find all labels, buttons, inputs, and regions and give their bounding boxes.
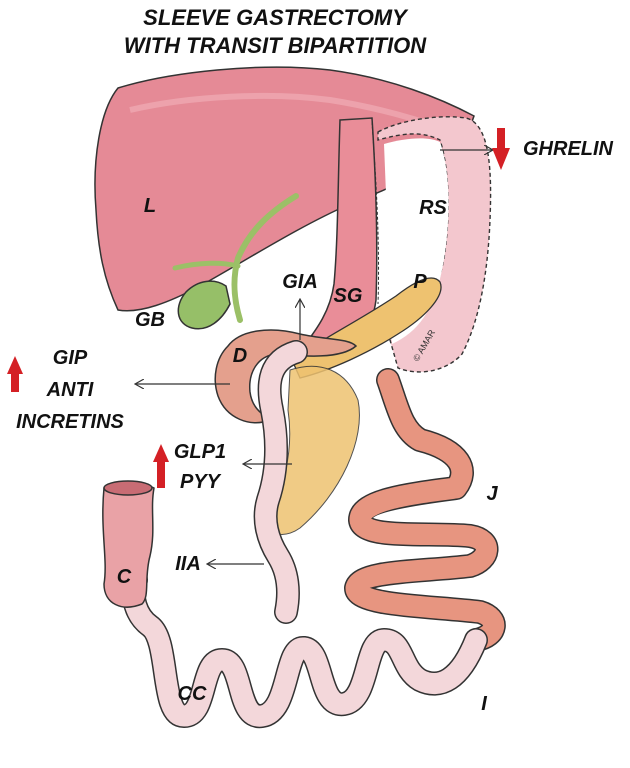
common-channel-fill: [123, 569, 487, 727]
ghrelin-down-red-arrow: [492, 128, 510, 170]
label-common-channel: CC: [178, 683, 207, 705]
colon: [102, 482, 155, 608]
colon-opening: [103, 480, 153, 496]
title-line-1: SLEEVE GASTRECTOMY: [143, 5, 409, 30]
label-pancreas: P: [413, 271, 427, 293]
label-gia: GIA: [282, 271, 318, 293]
label-iia: IIA: [175, 553, 201, 575]
label-incretins: INCRETINS: [16, 411, 124, 433]
label-glp1: GLP1: [174, 441, 226, 463]
label-jejunum: J: [486, 483, 498, 505]
staple-line: [371, 121, 380, 305]
bile-duct-branch: [172, 260, 241, 271]
label-ghrelin: GHRELIN: [523, 138, 614, 160]
glp1-up-red-arrow: [153, 444, 169, 488]
label-ileum: I: [481, 693, 487, 715]
gallbladder: [177, 280, 231, 330]
title-line-2: WITH TRANSIT BIPARTITION: [124, 33, 427, 58]
label-removed-stomach: RS: [419, 197, 447, 219]
gip-up-red-arrow: [7, 356, 23, 392]
label-sleeve: SG: [334, 285, 363, 307]
ileal-limb-fill: [255, 341, 307, 623]
liver: [94, 66, 475, 312]
label-gallbladder: GB: [135, 309, 165, 331]
label-gip: GIP: [53, 347, 88, 369]
label-pyy: PYY: [180, 471, 222, 493]
bile-duct: [231, 193, 299, 323]
label-duodenum: D: [233, 345, 247, 367]
label-colon: C: [117, 566, 132, 588]
label-anti: ANTI: [46, 379, 94, 401]
liver-shading: [129, 92, 454, 135]
label-liver: L: [144, 195, 156, 217]
removed-stomach: [377, 116, 492, 373]
jejunum-fill: [345, 369, 505, 651]
